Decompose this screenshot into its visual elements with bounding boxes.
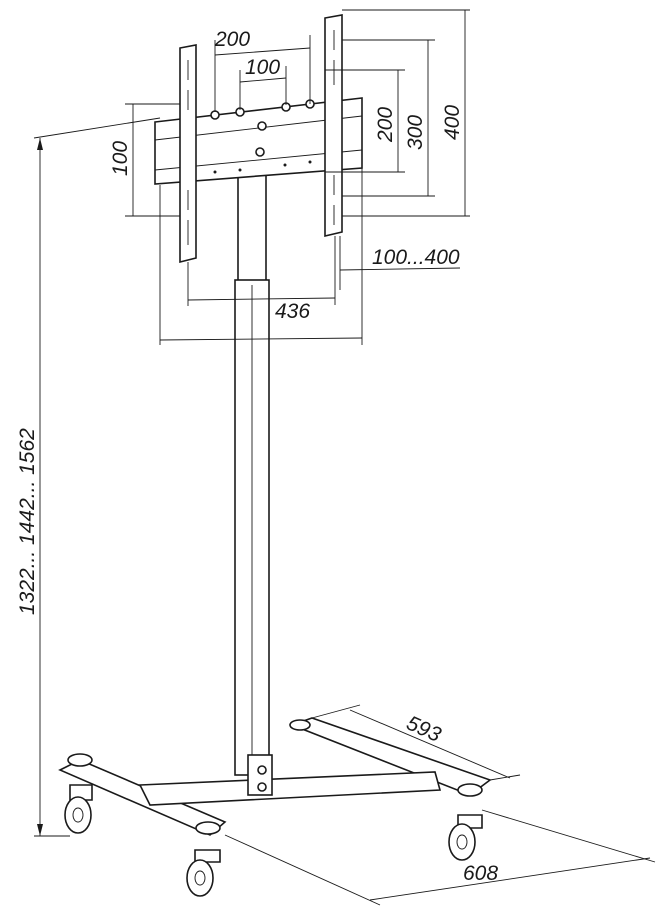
dim-label-width-436: 436 [275, 300, 310, 323]
dim-label-base-width: 608 [463, 862, 498, 885]
dim-label-height-range: 1322... 1442... 1562 [16, 428, 39, 615]
caster-wheel [448, 783, 483, 861]
stand-base [58, 717, 492, 897]
vesa-rail-left [179, 44, 197, 264]
dim-label-plate-100: 100 [109, 141, 132, 176]
dim-label-rail-range: 100...400 [372, 246, 460, 269]
caster-wheel [186, 821, 221, 897]
caster-wheel [64, 753, 93, 834]
vesa-dim-lines [125, 9, 470, 345]
dim-label-vesa-v-300: 300 [404, 115, 427, 150]
dim-label-vesa-v-400: 400 [441, 105, 464, 140]
dim-label-vesa-h-200: 200 [214, 28, 250, 51]
vesa-rail-right [324, 14, 343, 238]
base-dim-lines [224, 704, 656, 906]
stand-pole [234, 167, 270, 776]
dim-label-vesa-h-100: 100 [245, 56, 280, 79]
dim-label-vesa-v-200: 200 [374, 107, 397, 143]
caster-wheel [289, 719, 311, 731]
dim-label-base-depth: 593 [403, 712, 445, 747]
height-dimension-line [33, 117, 161, 837]
